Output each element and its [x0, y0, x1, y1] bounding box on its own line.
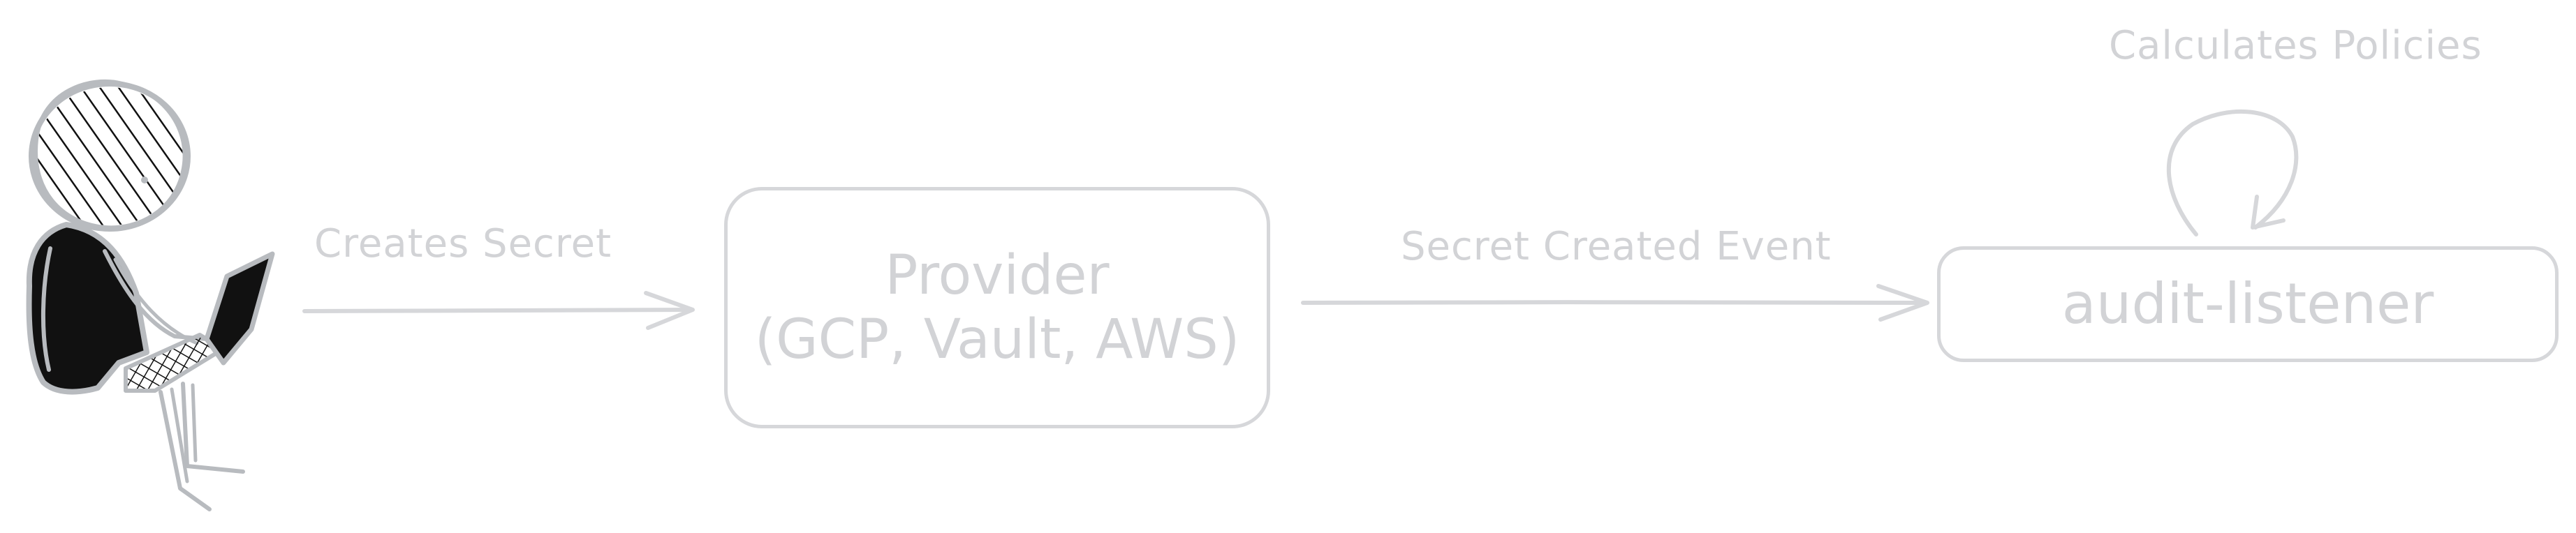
audit-listener-label: audit-listener: [2061, 271, 2434, 336]
arrow-creates-secret: [302, 291, 695, 330]
provider-node: Provider (GCP, Vault, AWS): [724, 187, 1270, 428]
audit-listener-node: audit-listener: [1937, 246, 2559, 362]
edge-label-secret-created-event: Secret Created Event: [1401, 224, 1832, 269]
edge-label-creates-secret: Creates Secret: [314, 221, 612, 266]
provider-subtitle: (GCP, Vault, AWS): [754, 308, 1240, 371]
arrow-secret-created-event: [1301, 284, 1929, 322]
edge-label-calculates-policies: Calculates Policies: [2109, 23, 2482, 68]
person-with-laptop-icon: [26, 79, 275, 511]
provider-title: Provider: [885, 244, 1110, 307]
arrow-calculates-policies-loop: [2166, 109, 2299, 237]
